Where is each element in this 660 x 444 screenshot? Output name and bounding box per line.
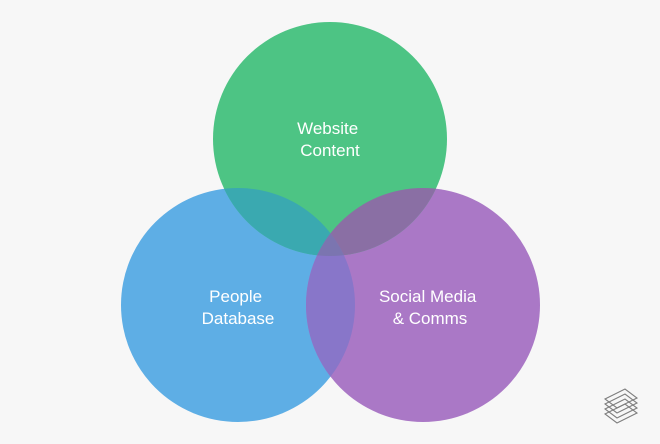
people-database-label-line-2: Database (202, 309, 275, 328)
stacked-layers-icon (603, 388, 639, 424)
website-content-label-line-2: Content (300, 141, 360, 160)
website-content-label-line-1: Website (297, 119, 358, 138)
people-database-label: People Database (202, 287, 275, 328)
social-media-comms-label-line-2: & Comms (393, 309, 468, 328)
website-content-label: Website Content (297, 119, 363, 160)
website-people-overlap (213, 188, 355, 256)
website-social-overlap (306, 188, 447, 256)
people-database-label-line-1: People (209, 287, 262, 306)
social-media-comms-label-line-1: Social Media (379, 287, 477, 306)
social-media-comms-label: Social Media & Comms (379, 287, 481, 328)
